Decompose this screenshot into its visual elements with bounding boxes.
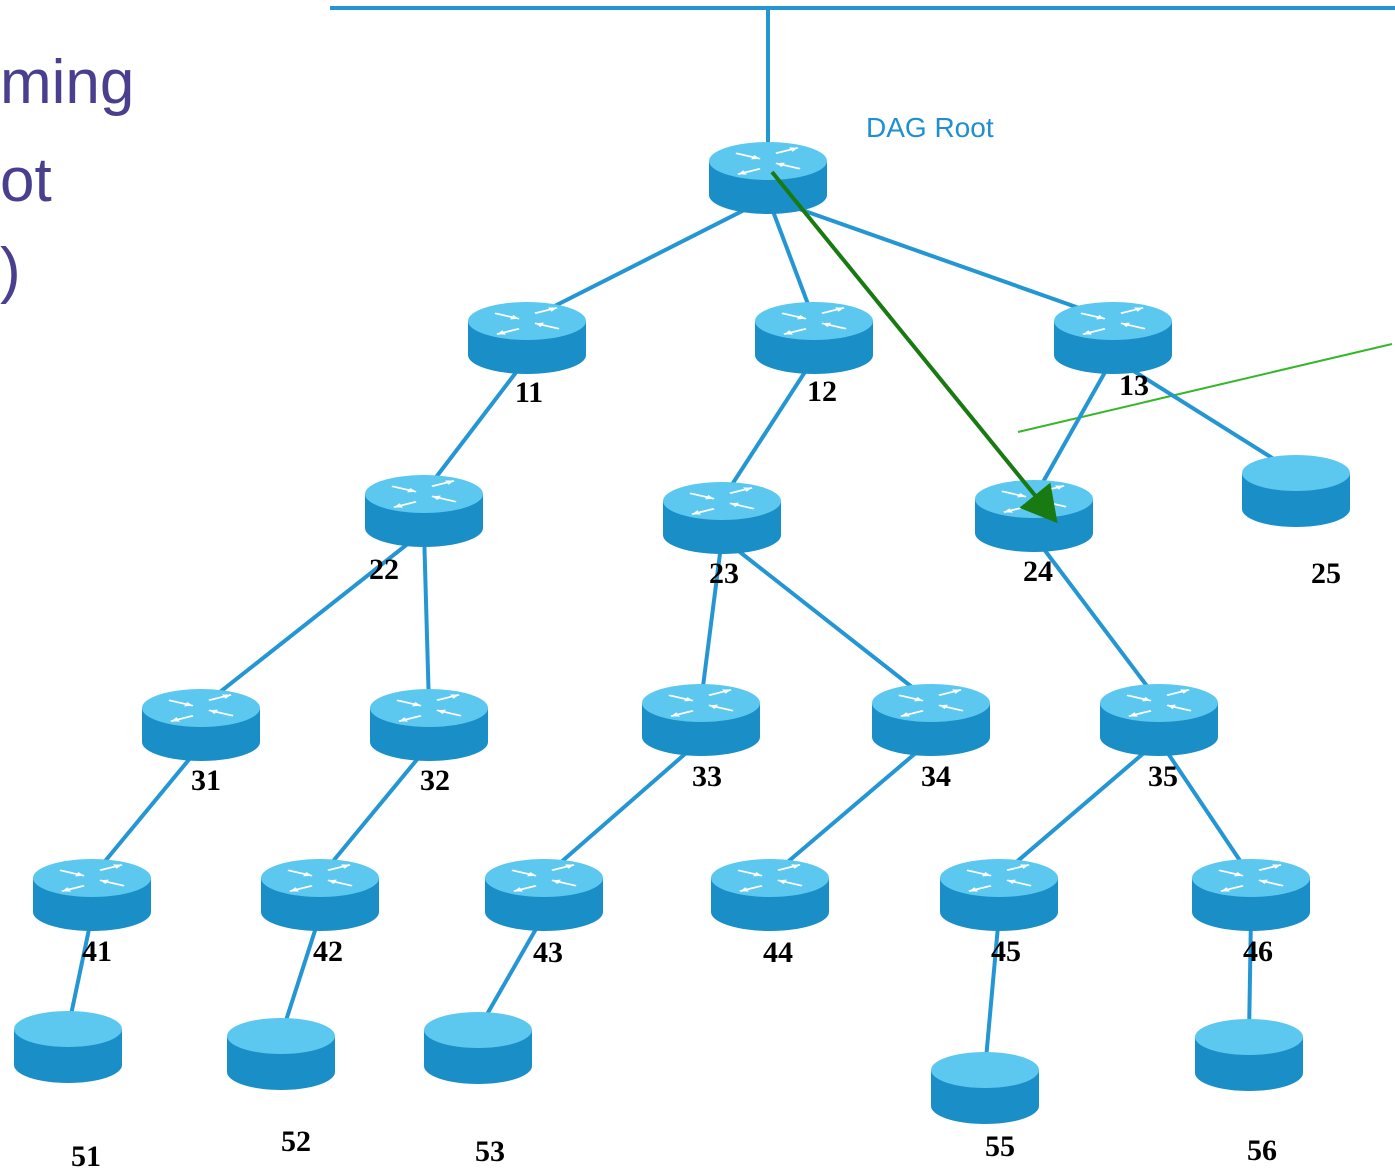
node-label-34: 34	[921, 760, 951, 793]
router-icon-42	[261, 859, 379, 931]
router-icon-32	[370, 689, 488, 761]
router-icon-root	[709, 142, 827, 214]
router-icon-34	[872, 684, 990, 756]
link-46-56	[1247, 914, 1253, 1038]
router-icon-45	[940, 859, 1058, 931]
redirect-arrow	[770, 170, 1058, 524]
node-label-56: 56	[1247, 1134, 1277, 1167]
node-label-31: 31	[191, 764, 221, 797]
link-35-46	[1157, 738, 1253, 879]
node-label-12: 12	[807, 375, 837, 408]
node-label-42: 42	[313, 935, 343, 968]
link-22-32	[422, 530, 431, 708]
node-label-35: 35	[1148, 760, 1178, 793]
dag-root-label: DAG Root	[866, 112, 994, 143]
link-22-31	[199, 529, 426, 709]
node-label-51: 51	[71, 1140, 101, 1173]
node-label-55: 55	[985, 1130, 1015, 1163]
host-icon-55	[931, 1052, 1039, 1124]
node-label-13: 13	[1119, 369, 1149, 402]
node-label-25: 25	[1311, 557, 1341, 590]
link-root-12	[766, 197, 816, 321]
link-41-51	[66, 914, 94, 1030]
title-fragment-2: ot	[0, 146, 52, 215]
link-32-42	[318, 743, 431, 879]
node-label-41: 41	[82, 935, 112, 968]
highlight-layer	[770, 170, 1058, 524]
node-label-23: 23	[709, 557, 739, 590]
host-icon-52	[227, 1018, 335, 1090]
router-icon-33	[642, 684, 760, 756]
link-13-24	[1032, 357, 1115, 499]
link-31-41	[90, 743, 203, 879]
node-label-52: 52	[281, 1125, 311, 1158]
node-label-45: 45	[991, 935, 1021, 968]
router-icon-46	[1192, 859, 1310, 931]
link-root-11	[526, 196, 769, 322]
host-icon-51	[14, 1011, 122, 1083]
router-icon-22	[365, 475, 483, 547]
link-45-55	[983, 914, 1001, 1071]
node-label-43: 43	[533, 936, 563, 969]
link-23-34	[720, 536, 933, 704]
link-23-33	[699, 537, 724, 703]
node-label-22: 22	[369, 553, 399, 586]
router-icon-35	[1100, 684, 1218, 756]
link-13-25	[1111, 356, 1298, 475]
router-icon-23	[663, 482, 781, 554]
link-root-13	[767, 196, 1114, 322]
router-icon-24	[975, 480, 1093, 552]
node-label-46: 46	[1243, 935, 1273, 968]
node-label-53: 53	[475, 1135, 505, 1168]
title-fragment-3: )	[0, 236, 21, 305]
link-12-23	[720, 356, 816, 502]
link-33-43	[542, 738, 703, 879]
router-icon-12	[755, 302, 873, 374]
node-label-33: 33	[692, 760, 722, 793]
edge-layer	[66, 196, 1298, 1071]
title-fragment-1: ming	[0, 48, 135, 117]
node-label-32: 32	[420, 764, 450, 797]
node-layer	[14, 142, 1350, 1124]
link-43-53	[476, 914, 546, 1031]
backbone-bus	[330, 6, 1395, 150]
host-icon-53	[424, 1012, 532, 1084]
router-icon-13	[1054, 302, 1172, 374]
node-label-44: 44	[763, 936, 793, 969]
node-label-11: 11	[514, 376, 544, 409]
router-icon-11	[468, 302, 586, 374]
router-icon-31	[142, 689, 260, 761]
router-icon-43	[485, 859, 603, 931]
link-24-35	[1032, 534, 1161, 704]
router-icon-44	[711, 859, 829, 931]
link-35-45	[997, 738, 1161, 879]
node-label-24: 24	[1023, 555, 1053, 588]
host-icon-25	[1242, 455, 1350, 527]
host-icon-56	[1195, 1019, 1303, 1091]
link-34-44	[768, 738, 933, 879]
link-11-22	[422, 356, 529, 495]
router-icon-41	[33, 859, 151, 931]
link-42-52	[279, 914, 322, 1037]
